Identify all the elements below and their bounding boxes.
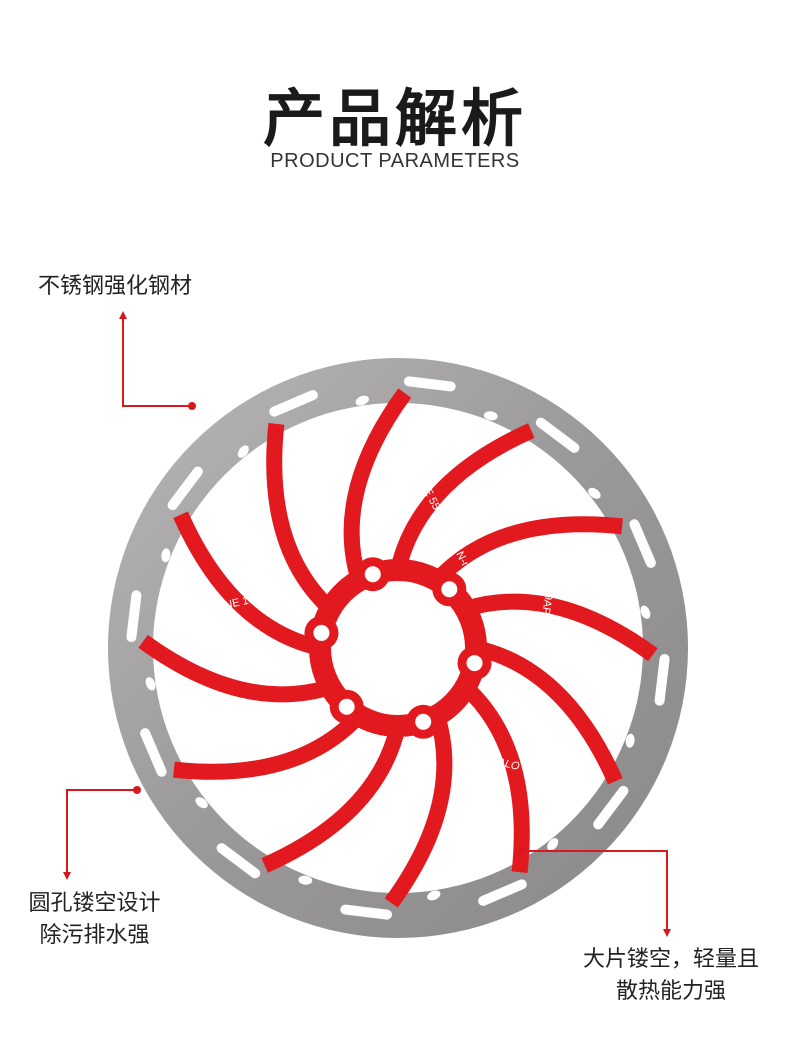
rotor-vent-hole [145,677,156,691]
rotor-vent-hole [298,875,313,885]
callout-steel-line-vertical [122,318,124,406]
rotor-slot [403,376,456,392]
callout-holes-label-line1: 圆孔镂空设计 [28,891,161,916]
rotor-slot [216,843,261,879]
page-subtitle: PRODUCT PARAMETERS [270,150,520,172]
callout-cutout-label: 大片镂空，轻量且 散热能力强 [566,944,776,1008]
rotor-slot [269,390,318,417]
rotor-vent-hole [355,395,369,406]
rotor-vent-hole [640,605,651,619]
callout-holes-label: 圆孔镂空设计 除污排水强 [12,888,177,952]
callout-steel-line-horizontal [122,405,192,407]
rotor-spider-arm [173,710,365,780]
rotor-vent-hole [483,411,498,421]
rotor-bolt-hole [415,713,432,730]
callout-holes-label-line2: 除污排水强 [39,923,150,948]
rotor-spider-arm [460,681,530,873]
rotor-slot [535,417,580,453]
callout-holes-line-vertical [66,789,68,873]
rotor-bolt-hole [313,624,330,641]
rotor-spider-arm [173,511,322,656]
rotor-spider-arm [474,640,623,785]
rotor-slot [629,519,656,568]
rotor-bolt-hole [364,566,381,583]
callout-holes-dot [133,786,141,794]
callout-cutout-line-vertical [666,850,668,930]
rotor-spider-arm [138,634,333,703]
rotor-spider-arm [431,516,623,586]
callout-holes-arrow [63,872,71,880]
rotor-slot [140,728,167,777]
rotor-slot [126,590,142,643]
rotor-slot [167,466,203,511]
rotor-slot [340,904,393,920]
rotor-slots [126,376,670,920]
callout-steel-dot [188,402,196,410]
rotor-slot [654,653,670,706]
rotor-hub-center [332,582,464,714]
rotor-bolt-hole [338,698,355,715]
rotor-vent-hole [427,890,441,901]
rotor-slot [593,785,629,830]
rotor-bolt-holes [304,557,492,739]
rotor-vent-hole [588,487,601,499]
rotor-bolt-hole [466,655,483,672]
rotor-vent-hole [625,733,635,748]
rotor-bolt-hole [441,581,458,598]
rotor-spider-arm [261,724,406,873]
rotor-slot [478,879,527,906]
rotor-vent-hole [161,548,171,563]
callout-holes-line-horizontal [66,789,136,791]
callout-cutout-label-line1: 大片镂空，轻量且 [582,947,759,972]
rotor-vent-hole [547,838,559,851]
rotor-spider-arm [390,423,535,572]
rotor-spider-arm [463,593,658,662]
callout-steel-arrow [119,311,127,319]
callout-cutout-line-horizontal [522,850,668,852]
rotor-vent-hole [195,797,208,809]
callout-cutout-arrow [663,929,671,937]
rotor-vent-hole [237,445,249,458]
callout-cutout-label-line2: 散热能力强 [615,979,726,1004]
rotor-spider-arm [343,388,412,583]
callout-steel-label: 不锈钢强化钢材 [38,274,193,299]
rotor-spider-arm [266,423,336,615]
page-title: 产品解析 [262,82,527,155]
rotor-spider-arm [384,713,453,908]
